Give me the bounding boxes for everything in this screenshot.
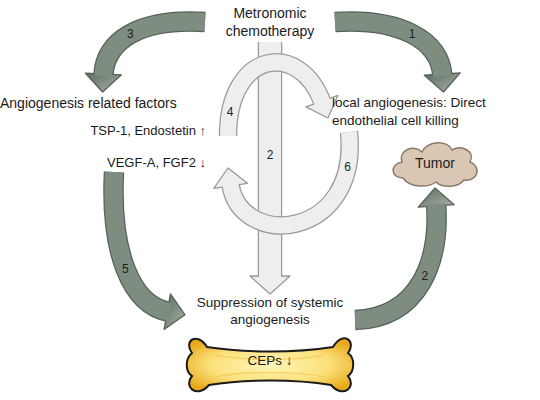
arrow-body (355, 204, 437, 320)
arrow-outline (355, 204, 437, 320)
node-heading: Metronomic chemotherapy (205, 4, 335, 40)
arrow-body (335, 22, 442, 77)
arrow-outline (103, 22, 205, 76)
block-arrow (85, 22, 205, 92)
arrow-body (113, 172, 169, 312)
arrow-body (230, 132, 349, 225)
callout-number: 3 (127, 27, 134, 41)
arrow-outline (113, 172, 169, 312)
callout-number: 1 (409, 27, 416, 41)
arrow-outline (230, 132, 349, 225)
node-heading: Suppression of systemic angiogenesis (185, 294, 355, 328)
node-text: CEPs ↓ (185, 352, 355, 369)
text-node: Angiogenesis related factorsTSP-1, Endos… (0, 92, 228, 172)
arrow-outline (335, 22, 442, 77)
block-arrow (355, 188, 454, 320)
block-arrow (214, 132, 350, 225)
node-heading: Tumor (388, 154, 482, 172)
bone-node: Suppression of systemic angiogenesisCEPs… (185, 294, 355, 398)
node-heading: local angiogenesis: Direct endothelial c… (332, 94, 538, 130)
block-arrow (113, 172, 185, 329)
block-arrow (228, 62, 338, 136)
arrow-outline (258, 42, 283, 278)
callout-number: 4 (227, 105, 234, 119)
arrow-body (103, 22, 205, 76)
tumor-node: Tumor (388, 138, 482, 188)
callout-number: 5 (122, 262, 129, 276)
text-node: local angiogenesis: Direct endothelial c… (328, 92, 538, 132)
arrow-head (250, 276, 290, 294)
node-text: TSP-1, Endostetin ↑ (90, 122, 206, 139)
node-heading: Angiogenesis related factors (0, 94, 177, 112)
block-arrow (335, 22, 460, 92)
callout-number: 2 (422, 269, 429, 283)
node-text: VEGF-A, FGF2 ↓ (107, 154, 206, 171)
arrow-body (259, 42, 281, 278)
block-arrow (250, 42, 290, 294)
callout-number: 2 (267, 148, 274, 162)
callout-number: 6 (344, 160, 351, 174)
arrow-body (228, 62, 323, 136)
text-node: Metronomic chemotherapy (205, 2, 335, 42)
arrow-outline (228, 62, 323, 136)
